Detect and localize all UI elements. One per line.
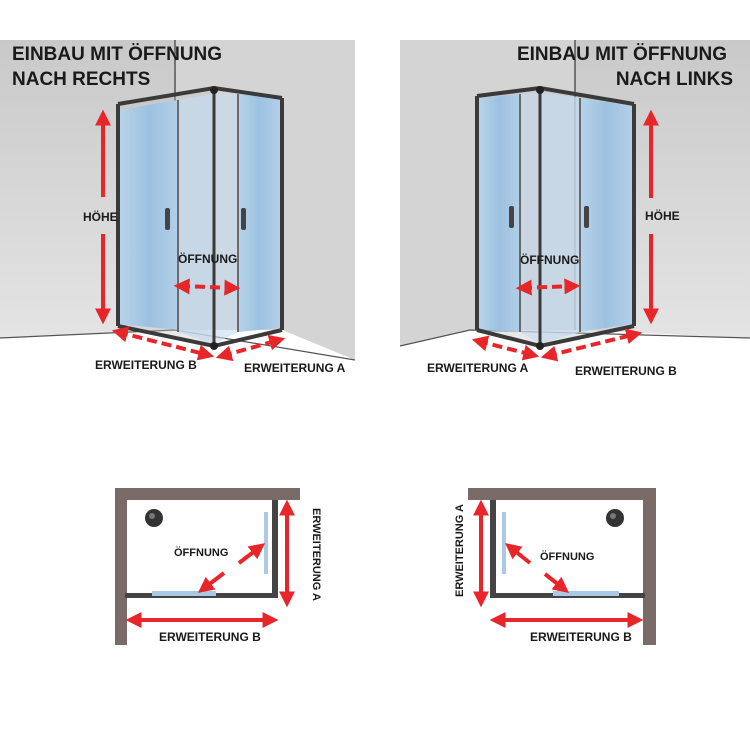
door-handle-left-icon <box>509 206 514 228</box>
drain-icon-highlight <box>610 513 616 519</box>
extension-b-label: ERWEITERUNG B <box>575 364 677 378</box>
floor-line <box>399 329 750 347</box>
opening-label: ÖFFNUNG <box>178 251 237 266</box>
opening-arrow-lower <box>197 571 226 593</box>
glass-panel-left <box>120 100 178 330</box>
glass-door-right <box>214 94 238 344</box>
opening-arrow <box>515 278 581 296</box>
extension-b-label: ERWEITERUNG B <box>530 630 632 644</box>
title-line1: EINBAU MIT ÖFFNUNG <box>12 44 222 65</box>
drain-icon-highlight <box>149 513 155 519</box>
extension-b-label: ERWEITERUNG B <box>95 358 197 372</box>
height-label: HÖHE <box>83 209 118 224</box>
extension-a-arrow <box>215 334 286 362</box>
corner-joint <box>536 86 544 94</box>
opening-arrow-upper <box>237 543 266 565</box>
glass-panel-right <box>580 98 632 332</box>
plan-right-opening: ÖFFNUNG ERWEITERUNG A ERWEITERUNG B <box>115 488 322 645</box>
opening-arrow <box>173 278 241 296</box>
extension-b-label: ERWEITERUNG B <box>159 630 261 644</box>
plan-glass-bottom <box>152 591 216 596</box>
opening-label: ÖFFNUNG <box>540 550 594 563</box>
door-handle-right-icon <box>241 208 246 230</box>
extension-a-arrow <box>471 335 540 361</box>
corner-joint <box>210 86 218 94</box>
title-line2: NACH LINKS <box>616 69 733 90</box>
glass-panel-right <box>238 94 280 332</box>
corner-joint-bottom <box>536 342 544 350</box>
extension-a-label: ERWEITERUNG A <box>310 508 322 601</box>
plan-left-opening: ÖFFNUNG ERWEITERUNG A ERWEITERUNG B <box>454 488 656 645</box>
title-line1: EINBAU MIT ÖFFNUNG <box>517 44 727 65</box>
height-label: HÖHE <box>645 208 680 223</box>
extension-a-label: ERWEITERUNG A <box>244 361 346 375</box>
glass-door-left <box>520 92 540 344</box>
door-handle-left-icon <box>165 208 170 230</box>
plan-glass-right <box>264 512 268 574</box>
extension-b-arrow <box>540 328 643 362</box>
panel-left-opening: EINBAU MIT ÖFFNUNG NACH LINKS HÖHE ÖFFNU… <box>399 40 750 390</box>
plan-glass-bottom <box>553 591 619 596</box>
glass-door-right <box>540 92 580 344</box>
opening-label: ÖFFNUNG <box>174 546 228 559</box>
corner-joint-bottom <box>210 342 218 350</box>
opening-arrow-lower <box>543 572 570 593</box>
plan-glass-left <box>502 512 506 574</box>
door-handle-right-icon <box>584 206 589 228</box>
glass-door-left <box>178 94 214 344</box>
title-line2: NACH RECHTS <box>12 69 150 90</box>
glass-panel-left <box>479 94 520 332</box>
opening-arrow-upper <box>505 543 532 565</box>
extension-b-arrow <box>111 326 215 361</box>
panel-right-opening: EINBAU MIT ÖFFNUNG NACH RECHTS HÖHE ÖFFN… <box>0 40 356 390</box>
extension-a-label: ERWEITERUNG A <box>454 504 466 597</box>
extension-a-label: ERWEITERUNG A <box>427 361 529 375</box>
opening-label: ÖFFNUNG <box>520 252 579 267</box>
